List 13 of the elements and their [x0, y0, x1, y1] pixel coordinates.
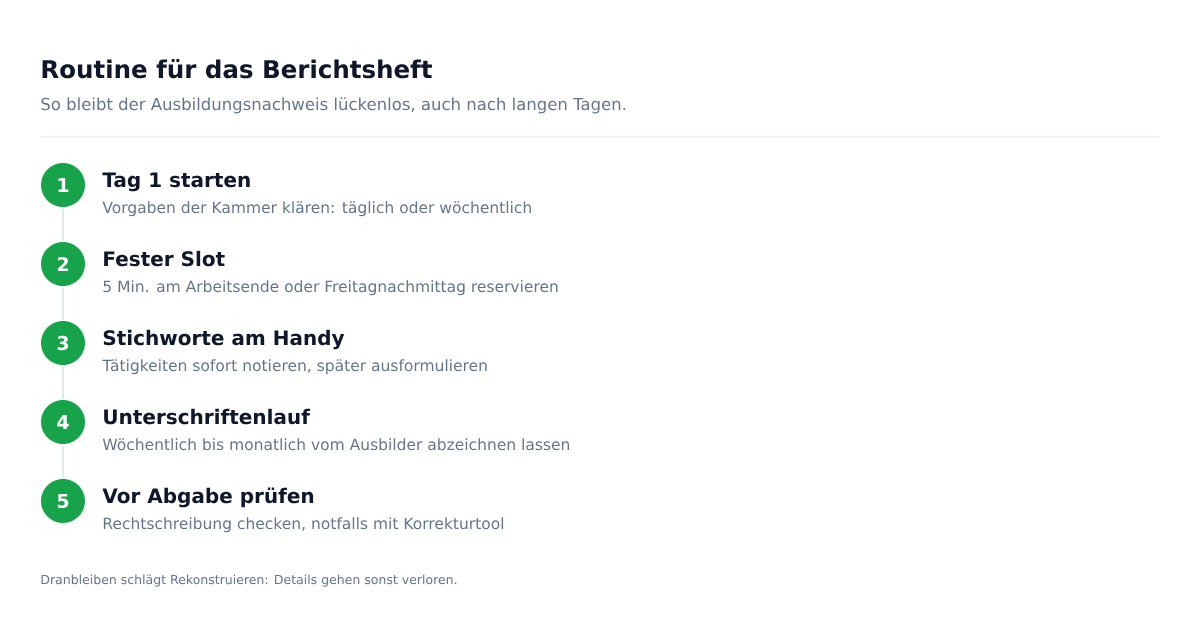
step-description: Vorgaben der Kammer klären: täglich oder wöchentlich: [102, 201, 531, 217]
step-heading: Unterschriftenlauf: [104, 408, 311, 425]
step-heading: Stichworte am Handy: [103, 329, 345, 350]
title: Routine für das Berichtsheft: [42, 59, 432, 79]
step-description: Wöchentlich bis monatlich vom Ausbilder abzeichnen lassen: [102, 438, 570, 451]
step-heading: Tag 1 starten: [102, 172, 250, 192]
step-description: Rechtschreibung checken, notfalls mit Korrekturtool: [103, 517, 504, 533]
step-description: 5 Min. am Arbeitsende oder Freitagnachmittag reservieren: [103, 280, 558, 296]
step-heading: Fester Slot: [104, 250, 225, 267]
subtitle: So bleibt der Ausbildungsnachweis lückenlos, auch nach langen Tagen.: [41, 97, 626, 114]
footnote: Dranbleiben schlägt Rekonstruieren: Details gehen sonst verloren.: [41, 574, 457, 587]
step-description: Tätigkeiten sofort notieren, später ausformulieren: [102, 359, 487, 375]
step-heading: Vor Abgabe prüfen: [102, 487, 314, 508]
